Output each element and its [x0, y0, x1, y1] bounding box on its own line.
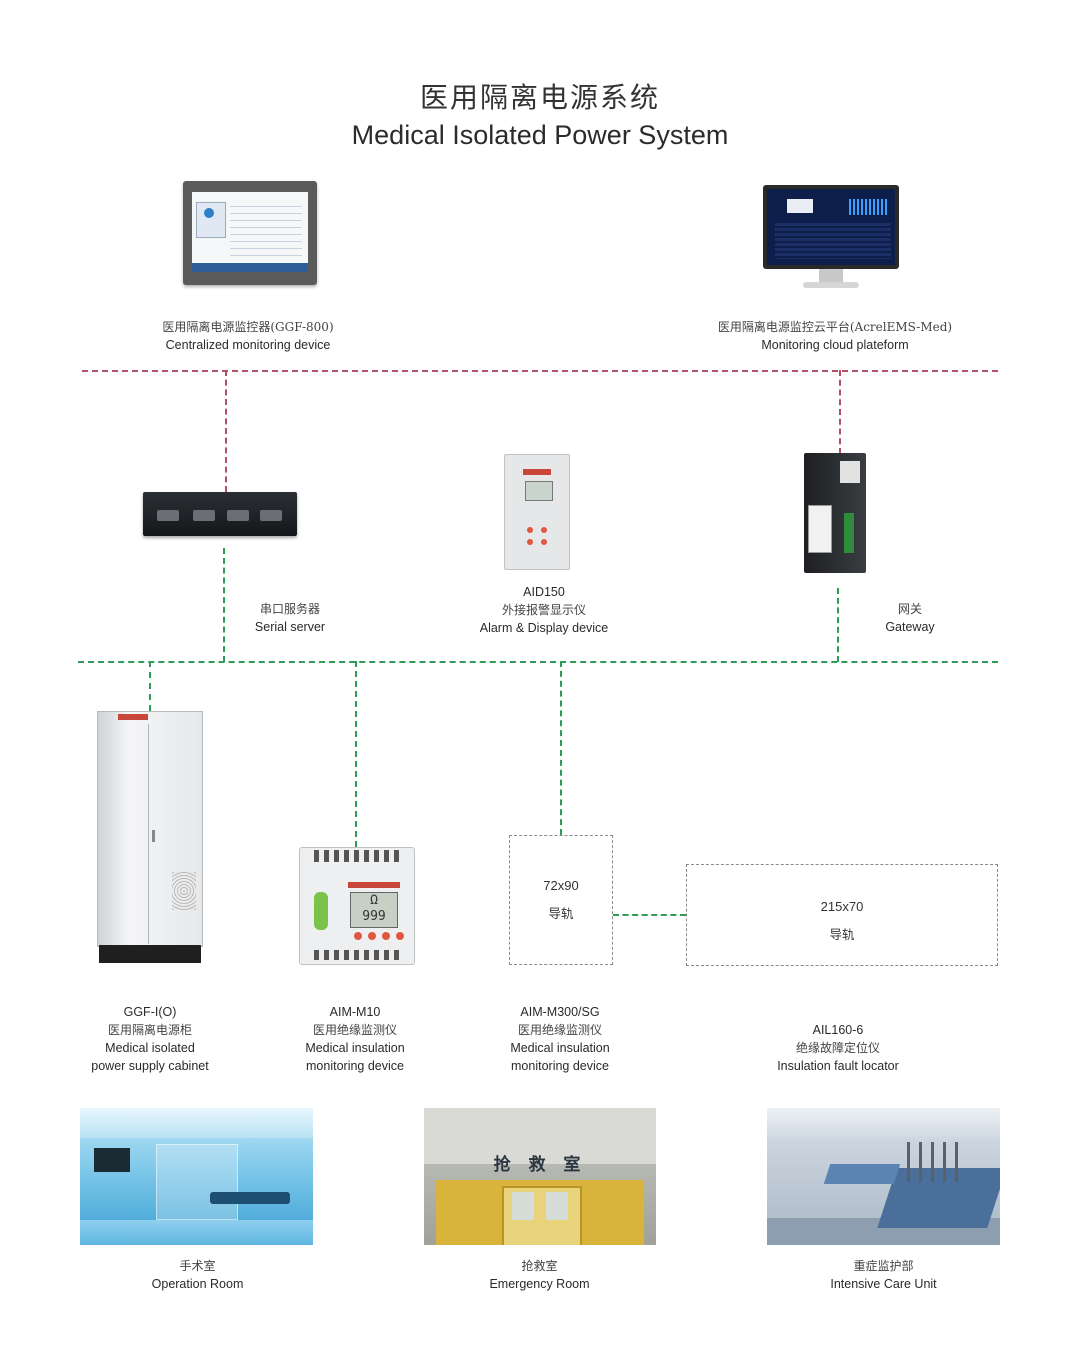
- green-connector-cabinet: [149, 661, 151, 711]
- cloud-monitor-image: [763, 185, 899, 293]
- aim-m10-image: Ω 999: [299, 847, 415, 965]
- green-connector-aim-m300: [560, 661, 562, 835]
- cloud-en-label: Monitoring cloud plateform: [761, 338, 909, 352]
- icu-caption: 重症监护部 Intensive Care Unit: [806, 1257, 961, 1293]
- aim-m300-model-label: AIM-M300/SG: [520, 1005, 600, 1019]
- green-bus-line: [78, 661, 998, 663]
- aim-m10-cn-label: 医用绝缘监测仪: [312, 1023, 397, 1037]
- cabinet-en2-label: power supply cabinet: [91, 1059, 209, 1073]
- cabinet-brand-mark: [118, 714, 148, 720]
- controller-caption: 医用隔离电源监控器(GGF-800) Centralized monitorin…: [140, 318, 356, 354]
- aid150-brand-bar: [523, 469, 551, 475]
- aid150-image: [504, 454, 570, 570]
- cabinet-cn-label: 医用隔离电源柜: [107, 1023, 192, 1037]
- title-english: Medical Isolated Power System: [351, 120, 729, 150]
- aid150-model-label: AID150: [523, 585, 565, 599]
- green-link-boxes: [613, 914, 686, 916]
- red-bus-line: [82, 370, 998, 372]
- emergency-room-photo: 抢 救 室: [424, 1108, 656, 1245]
- aim-m300-en1-label: Medical insulation: [510, 1041, 610, 1055]
- ail160-caption: AIL160-6 绝缘故障定位仪 Insulation fault locato…: [758, 1021, 918, 1075]
- gateway-cn-label: 网关: [897, 602, 922, 616]
- ail160-en-label: Insulation fault locator: [777, 1059, 899, 1073]
- rail-box-215x70-label: 导轨: [829, 927, 855, 942]
- title-chinese: 医用隔离电源系统: [419, 81, 660, 114]
- operation-room-en-label: Operation Room: [151, 1277, 244, 1291]
- aim-m300-cn-label: 医用绝缘监测仪: [517, 1023, 602, 1037]
- rail-box-72x90-label: 导轨: [548, 906, 574, 921]
- red-connector-right: [839, 370, 841, 454]
- ail160-model-label: AIL160-6: [812, 1023, 864, 1037]
- icu-photo: [767, 1108, 1000, 1245]
- green-connector-aim-m10: [355, 661, 357, 847]
- icu-cn-label: 重症监护部: [853, 1259, 914, 1273]
- aid150-en-label: Alarm & Display device: [479, 621, 609, 635]
- aim-m10-model-label: AIM-M10: [329, 1005, 381, 1019]
- emergency-room-en-label: Emergency Room: [489, 1277, 590, 1291]
- green-connector-gateway: [837, 588, 839, 662]
- aim-m10-screen-value: 999: [362, 909, 386, 924]
- aim-m10-en1-label: Medical insulation: [305, 1041, 405, 1055]
- cabinet-caption: GGF-I(O) 医用隔离电源柜 Medical isolated power …: [75, 1003, 225, 1075]
- emergency-room-sign: 抢 救 室: [493, 1155, 587, 1175]
- aid150-caption: AID150 外接报警显示仪 Alarm & Display device: [464, 583, 624, 637]
- cabinet-en1-label: Medical isolated: [105, 1041, 195, 1055]
- red-connector-left: [225, 370, 227, 492]
- icu-en-label: Intensive Care Unit: [830, 1277, 937, 1291]
- rail-box-215x70: 215x70 导轨: [686, 864, 998, 966]
- controller-en-label: Centralized monitoring device: [165, 338, 331, 352]
- serial-cn-label: 串口服务器: [259, 602, 320, 616]
- aim-m300-caption: AIM-M300/SG 医用绝缘监测仪 Medical insulation m…: [485, 1003, 635, 1075]
- cloud-caption: 医用隔离电源监控云平台(AcrelEMS-Med) Monitoring clo…: [710, 318, 960, 354]
- gateway-en-label: Gateway: [885, 620, 935, 634]
- serial-caption: 串口服务器 Serial server: [240, 600, 340, 636]
- serial-server-image: [143, 492, 297, 536]
- aim-m300-en2-label: monitoring device: [511, 1059, 609, 1073]
- ail160-cn-label: 绝缘故障定位仪: [795, 1041, 880, 1055]
- cloud-cn-label: 医用隔离电源监控云平台(AcrelEMS-Med): [717, 320, 953, 334]
- cabinet-model-label: GGF-I(O): [123, 1005, 177, 1019]
- aim-m10-en2-label: monitoring device: [306, 1059, 404, 1073]
- rail-box-72x90-size: 72x90: [543, 878, 579, 893]
- green-connector-serial: [223, 548, 225, 662]
- gateway-image: [804, 453, 866, 573]
- emergency-room-cn-label: 抢救室: [521, 1259, 558, 1273]
- controller-cn-label: 医用隔离电源监控器(GGF-800): [162, 320, 334, 334]
- operation-room-caption: 手术室 Operation Room: [120, 1257, 275, 1293]
- controller-device-image: [183, 181, 317, 285]
- aim-m10-caption: AIM-M10 医用绝缘监测仪 Medical insulation monit…: [280, 1003, 430, 1075]
- aid150-cn-label: 外接报警显示仪: [501, 603, 586, 617]
- emergency-room-caption: 抢救室 Emergency Room: [462, 1257, 617, 1293]
- rail-box-72x90: 72x90 导轨: [509, 835, 613, 965]
- cabinet-image: [97, 711, 205, 963]
- rail-box-215x70-size: 215x70: [820, 899, 864, 914]
- aim-m10-screen-unit: Ω: [370, 893, 378, 908]
- operation-room-photo: [80, 1108, 313, 1245]
- serial-en-label: Serial server: [254, 620, 326, 634]
- operation-room-cn-label: 手术室: [179, 1259, 216, 1273]
- gateway-caption: 网关 Gateway: [860, 600, 960, 636]
